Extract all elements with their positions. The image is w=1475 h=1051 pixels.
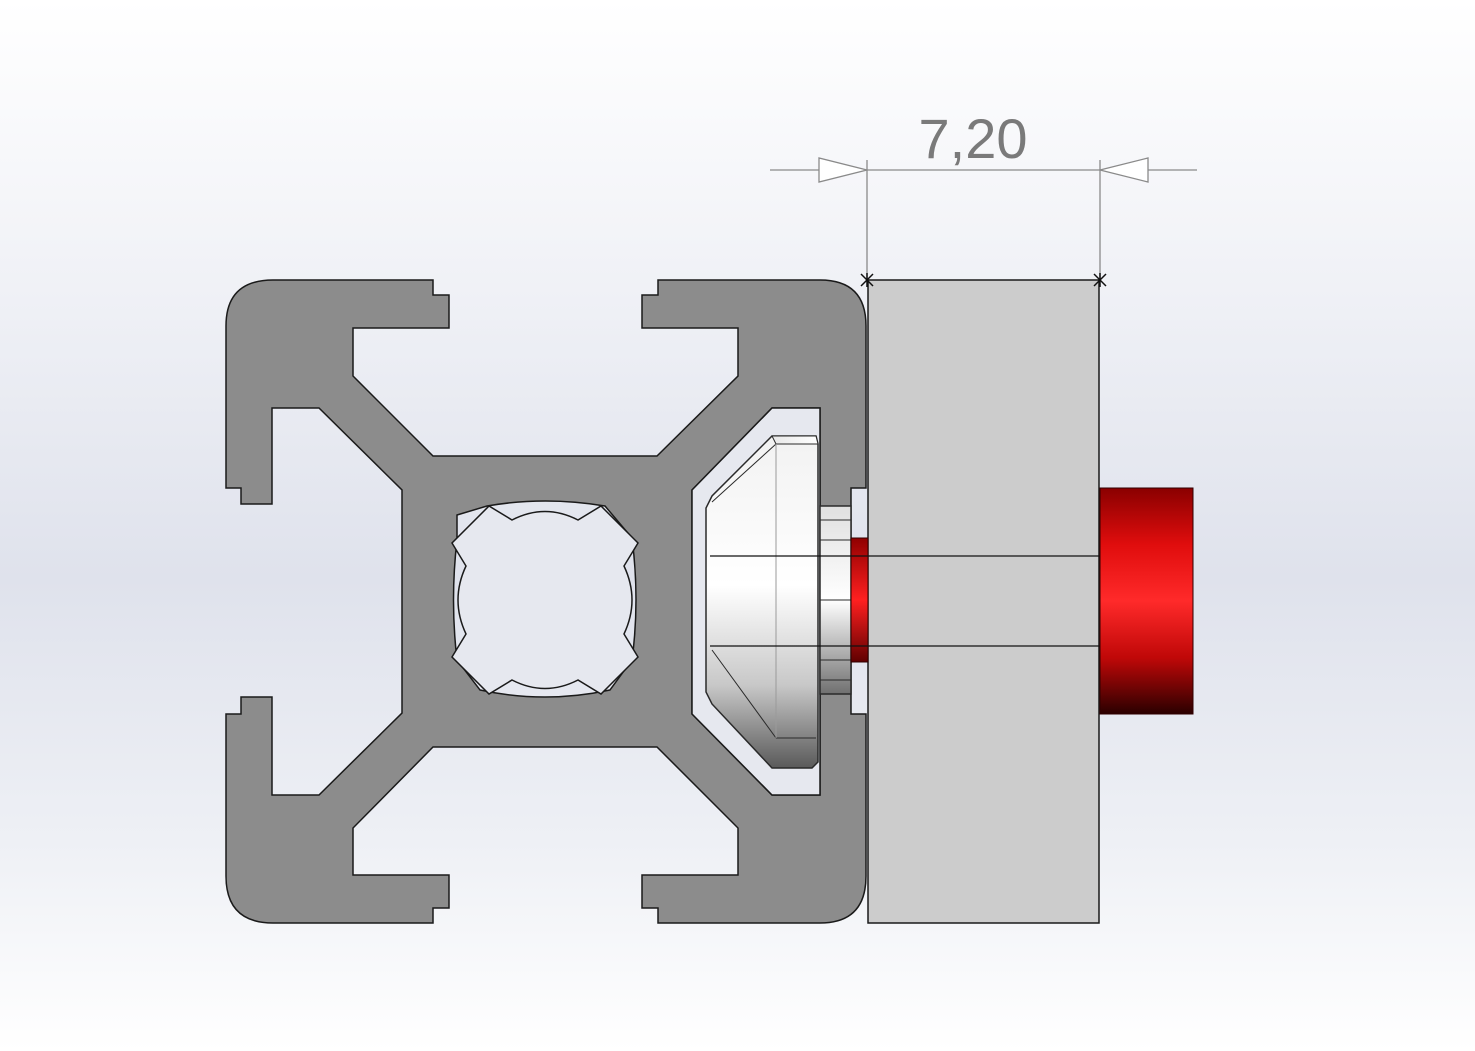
arrowhead-right-icon (1099, 157, 1149, 183)
arrowhead-left-icon (818, 157, 868, 183)
dimension-annotation[interactable]: 7,20 (770, 107, 1197, 287)
t-slot-nut[interactable] (705, 435, 819, 769)
spring-washer (819, 505, 852, 695)
pick-point-right-icon (1093, 273, 1107, 287)
profile-core-bore (451, 505, 639, 695)
dimension-value[interactable]: 7,20 (919, 107, 1028, 170)
bolt[interactable] (710, 487, 1194, 715)
bolt-head (1099, 487, 1194, 715)
mounting-plate[interactable] (867, 279, 1100, 924)
bolt-shaft (850, 537, 869, 663)
pick-point-left-icon (860, 273, 874, 287)
